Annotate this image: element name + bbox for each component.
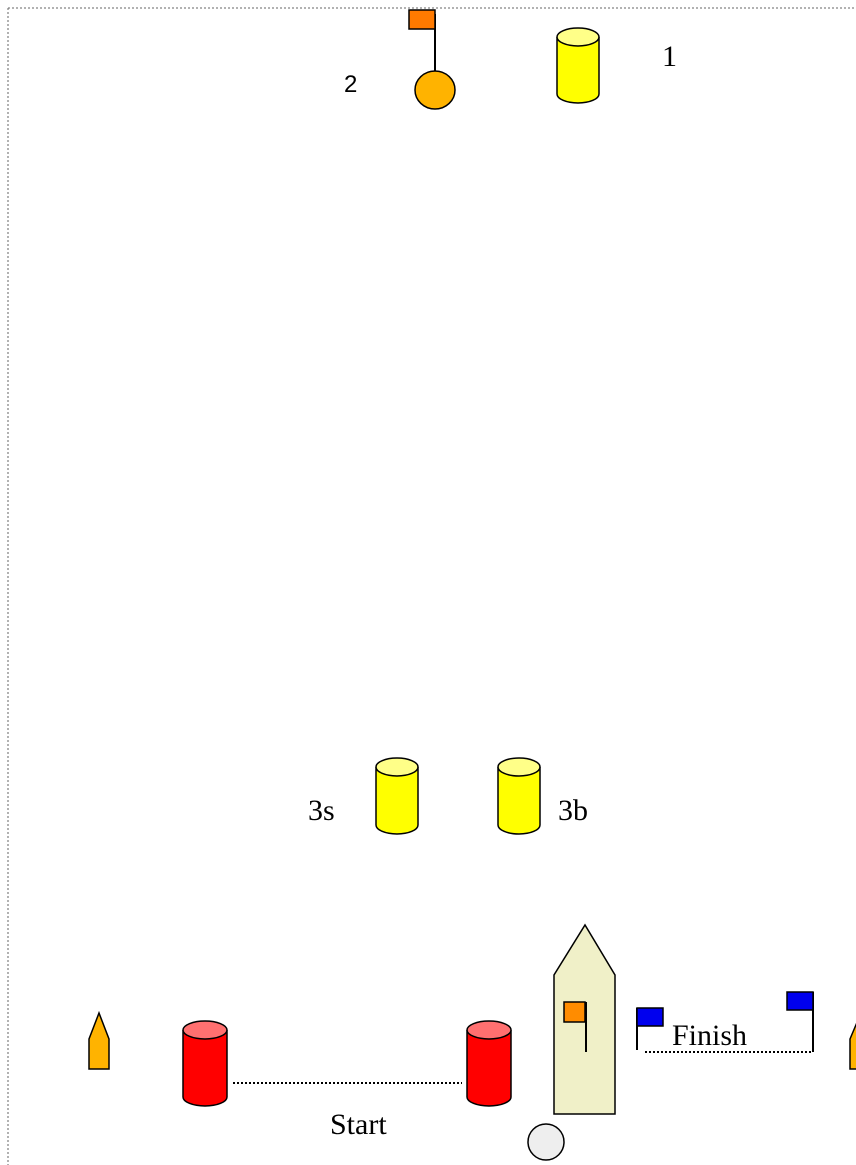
mark-3s-yellow-buoy-icon — [376, 758, 418, 834]
finish-left-blue-flag-icon — [637, 1008, 663, 1050]
mark-2-label: 2 — [344, 71, 357, 98]
finish-right-blue-flag-icon — [787, 992, 813, 1052]
mark-3s-label: 3s — [308, 794, 335, 827]
mark-1-yellow-buoy-icon — [557, 28, 599, 103]
committee-boat-icon — [554, 925, 615, 1114]
mark-3b-label: 3b — [558, 794, 588, 827]
grey-ball-buoy-icon — [528, 1124, 564, 1160]
small-boat-right-icon — [850, 1020, 856, 1069]
finish-label: Finish — [672, 1019, 747, 1052]
mark-3b-yellow-buoy-icon — [498, 758, 540, 834]
start-label: Start — [330, 1108, 387, 1141]
small-boat-left-icon — [89, 1013, 109, 1069]
mark-1-label: 1 — [662, 40, 677, 73]
start-pin-red-buoy-icon — [183, 1021, 227, 1106]
diagram-border — [8, 8, 856, 1165]
start-boat-end-red-buoy-icon — [467, 1021, 511, 1106]
mark-2-orange-buoy-icon — [409, 10, 455, 109]
